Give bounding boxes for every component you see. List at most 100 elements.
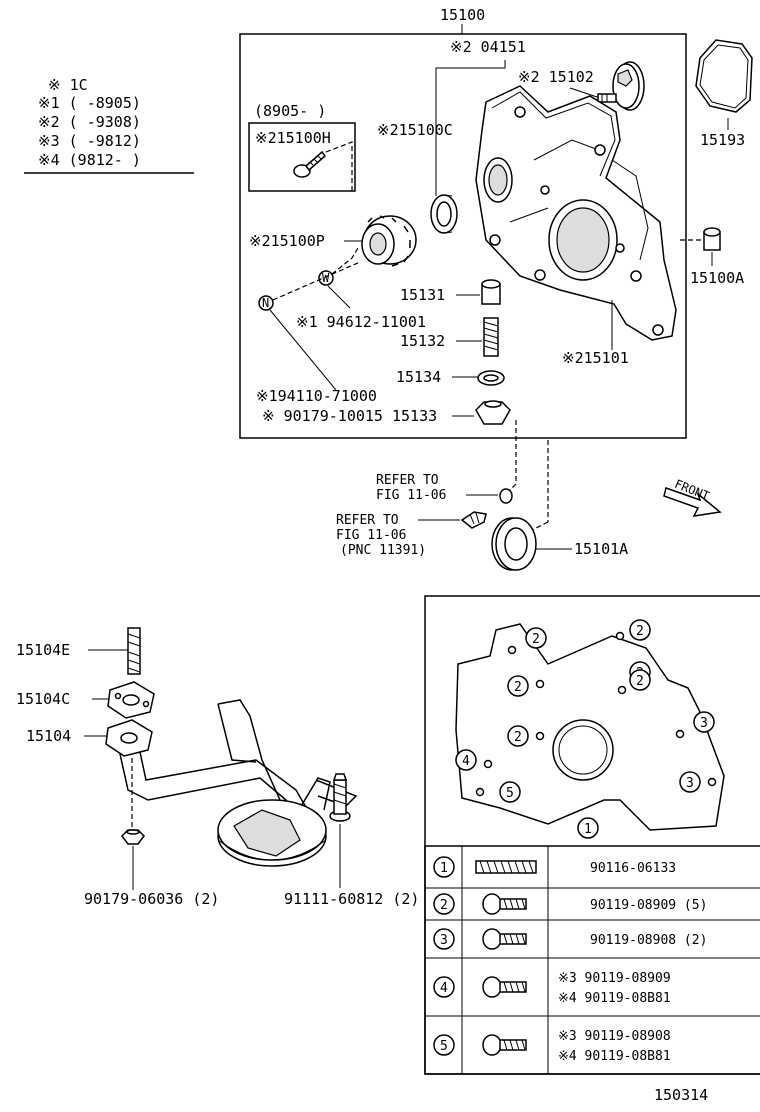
washer-15134 bbox=[477, 370, 505, 386]
part-15102-driven-rotor bbox=[597, 61, 645, 111]
callout-15100P: ※215100P bbox=[249, 232, 325, 250]
bolt-91111-60812 bbox=[329, 773, 351, 822]
svg-text:N: N bbox=[262, 296, 269, 310]
assembly-label: 15100 bbox=[440, 6, 485, 24]
inset-box bbox=[248, 122, 356, 192]
bolt-table-row: 2 90119-08909 (5) bbox=[433, 893, 707, 915]
row-number-circle bbox=[433, 893, 455, 915]
callout-94612: ※1 94612-11001 bbox=[296, 313, 426, 331]
stud-15104E bbox=[127, 627, 141, 675]
o-ring-small bbox=[499, 488, 513, 504]
bolt-marker-label: 3 bbox=[700, 716, 708, 731]
bolt-table-row: 5※3 90119-08908※4 90119-08B81 bbox=[433, 1029, 671, 1064]
row-number-circle bbox=[433, 1034, 455, 1056]
bolt-marker-label: 4 bbox=[462, 754, 470, 769]
bolt-marker-4: 4 bbox=[455, 749, 477, 771]
bolt-pictogram bbox=[482, 928, 527, 950]
figure-number: 150314 bbox=[654, 1086, 708, 1104]
bolt-marker-label: 2 bbox=[636, 674, 644, 689]
bolt-marker-2: 2 bbox=[629, 619, 651, 641]
part-number: ※3 90119-08909 bbox=[558, 971, 671, 986]
legend-row-3: ※3 ( -9812) bbox=[38, 132, 141, 150]
row-number: 2 bbox=[440, 898, 448, 913]
row-number-circle bbox=[433, 976, 455, 998]
front-direction-arrow: FRONT bbox=[663, 477, 722, 517]
relief-valve-15131 bbox=[481, 279, 501, 305]
row-number: 5 bbox=[440, 1039, 448, 1054]
callout-15133: 15133 bbox=[392, 407, 437, 425]
pump-outline-bolt-view bbox=[455, 623, 725, 831]
callout-15102: ※2 15102 bbox=[518, 68, 594, 86]
bolt-pictogram bbox=[482, 976, 527, 998]
callout-15132: 15132 bbox=[400, 332, 445, 350]
bolt-marker-5: 5 bbox=[499, 781, 521, 803]
legend-row-4: ※4 (9812- ) bbox=[38, 151, 141, 169]
svg-text:W: W bbox=[322, 271, 330, 285]
callout-15104C: 15104C bbox=[16, 690, 70, 708]
row-number: 3 bbox=[440, 933, 448, 948]
bolt-pictogram bbox=[482, 893, 527, 915]
nut-90179-06036 bbox=[121, 829, 145, 845]
gasket-15193 bbox=[695, 39, 753, 113]
spring-15132 bbox=[483, 317, 499, 357]
marker-n bbox=[258, 295, 274, 311]
bolt-marker-label: 1 bbox=[584, 822, 592, 837]
bolt-marker-label: 2 bbox=[636, 624, 644, 639]
pin-11391 bbox=[460, 511, 487, 529]
callout-15101A: 15101A bbox=[574, 540, 628, 558]
part-number: ※3 90119-08908 bbox=[558, 1029, 671, 1044]
bolt-marker-1: 1 bbox=[577, 817, 599, 839]
callout-90179-06036: 90179-06036 (2) bbox=[84, 890, 219, 908]
bolt-marker-label: 5 bbox=[506, 786, 514, 801]
bolt-marker-2: 2 bbox=[507, 725, 529, 747]
bolt-marker-3: 3 bbox=[693, 711, 715, 733]
screw-15100H bbox=[293, 150, 327, 178]
refer-1-line-1[interactable]: REFER TO bbox=[376, 473, 439, 488]
callout-15193: 15193 bbox=[700, 131, 745, 149]
bolt-table-row: 3 90119-08908 (2) bbox=[433, 928, 707, 950]
part-number: 90119-08908 (2) bbox=[590, 933, 707, 948]
callout-194110: ※194110-71000 bbox=[256, 387, 377, 405]
marker-w bbox=[318, 270, 334, 286]
bolt-marker-label: 2 bbox=[532, 632, 540, 647]
bolt-table-frame bbox=[424, 845, 760, 1075]
bolt-marker-label: 2 bbox=[514, 730, 522, 745]
bolt-marker-3: 3 bbox=[679, 771, 701, 793]
callout-15100A: 15100A bbox=[690, 269, 744, 287]
callout-15101: ※215101 bbox=[562, 349, 629, 367]
oil-strainer-15104 bbox=[105, 699, 358, 867]
refer-2-line-1[interactable]: REFER TO bbox=[336, 513, 399, 528]
refer-2-line-2[interactable]: FIG 11-06 bbox=[336, 528, 406, 543]
legend-row-2: ※2 ( -9308) bbox=[38, 113, 141, 131]
gasket-15104C bbox=[107, 681, 155, 719]
oil-seal-15100C bbox=[430, 194, 458, 234]
bolt-position-markers: 22222233451 bbox=[455, 619, 715, 839]
legend-header: ※ 1C bbox=[48, 76, 88, 94]
callout-15100C: ※215100C bbox=[377, 121, 453, 139]
refer-2-line-3[interactable]: (PNC 11391) bbox=[340, 543, 426, 558]
part-number: ※4 90119-08B81 bbox=[558, 991, 671, 1006]
part-number: 90119-08909 (5) bbox=[590, 898, 707, 913]
bolt-pictogram bbox=[482, 1034, 527, 1056]
bolt-marker-label: 3 bbox=[686, 776, 694, 791]
callout-15131: 15131 bbox=[400, 286, 445, 304]
row-number: 4 bbox=[440, 981, 448, 996]
callout-91111-60812: 91111-60812 (2) bbox=[284, 890, 419, 908]
callout-15134: 15134 bbox=[396, 368, 441, 386]
refer-1-line-2[interactable]: FIG 11-06 bbox=[376, 488, 446, 503]
bolt-table-row: 4 ※3 90119-08909 ※4 90119-08B81 bbox=[433, 971, 671, 1006]
assembly-box bbox=[239, 33, 687, 439]
row-number: 1 bbox=[440, 861, 448, 876]
bolt-marker-2: 2 bbox=[525, 627, 547, 649]
oil-seal-15101A bbox=[491, 517, 537, 571]
legend-row-1: ※1 ( -8905) bbox=[38, 94, 141, 112]
bolt-marker-2: 2 bbox=[629, 669, 651, 691]
callout-90179-10015: ※ 90179-10015 bbox=[262, 407, 383, 425]
bolt-pictogram bbox=[475, 860, 537, 874]
row-number-circle bbox=[433, 856, 455, 878]
bolt-marker-2: 2 bbox=[507, 675, 529, 697]
oil-pump-body-15101 bbox=[475, 85, 677, 341]
